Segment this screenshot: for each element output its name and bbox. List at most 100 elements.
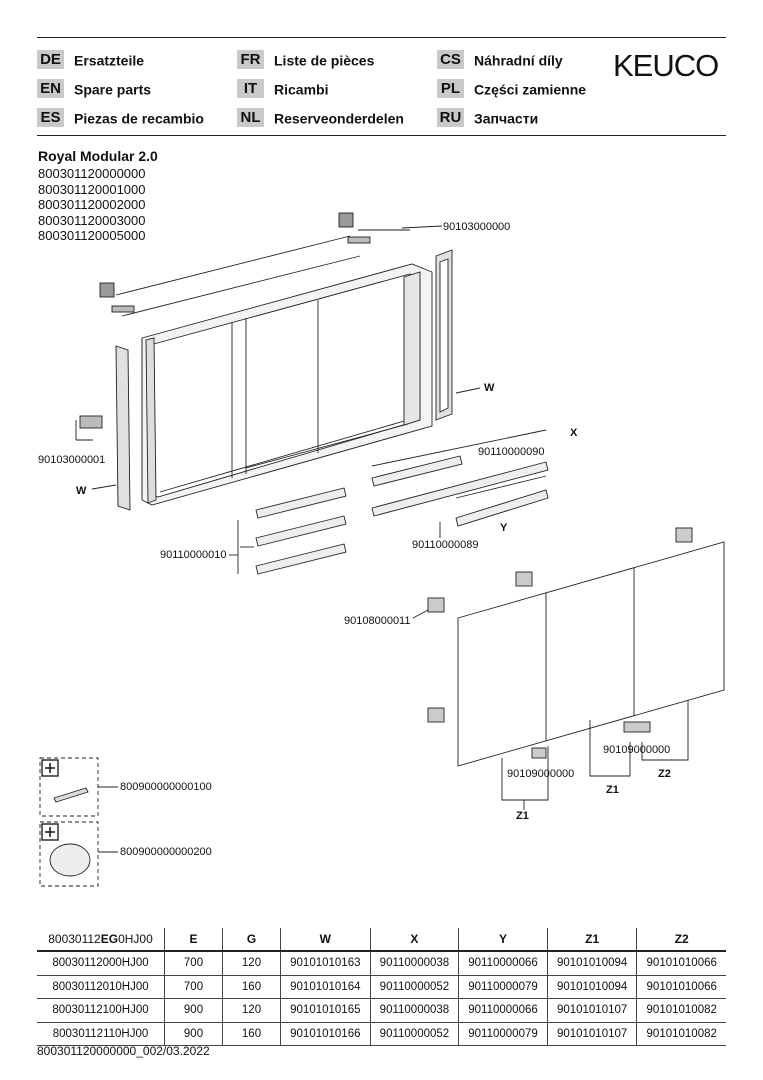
mount-bracket-top-left — [99, 282, 135, 313]
cell: 90101010094 — [547, 951, 638, 976]
cell: 900 — [164, 1022, 223, 1046]
cell: 90110000079 — [458, 975, 548, 999]
cell: 90101010163 — [280, 951, 371, 976]
mount-bracket-top-right — [338, 212, 410, 244]
lang-en: EN Spare parts — [37, 79, 151, 98]
cell: 90110000038 — [370, 998, 460, 1023]
cell: 90101010082 — [636, 1022, 726, 1046]
cell: 80030112110HJ00 — [37, 1022, 165, 1046]
lang-text: Spare parts — [74, 81, 152, 98]
cell: 700 — [164, 975, 223, 999]
side-panel-left — [115, 345, 131, 511]
table-row: 80030112010HJ00 700 160 90101010164 9011… — [37, 975, 726, 999]
shelf-6 — [455, 489, 549, 527]
cell: 90101010082 — [636, 998, 726, 1023]
label-accessory-2: 800900000000200 — [120, 846, 212, 858]
lang-code: FR — [237, 50, 264, 69]
brand-logo: KEUCO — [613, 48, 719, 83]
door-stop-1 — [531, 747, 547, 759]
model-prefix: 80030112 — [48, 932, 101, 946]
document-footer: 800301120000000_002/03.2022 — [37, 1044, 210, 1058]
label-y: Y — [500, 522, 508, 534]
label-accessory-1: 800900000000100 — [120, 781, 212, 793]
accessory-box-2 — [39, 821, 99, 887]
label-shelf-left: 90110000010 — [160, 549, 227, 561]
cell: 90110000052 — [370, 975, 460, 999]
cell: 90110000066 — [458, 951, 548, 976]
label-top-right: 90103000000 — [443, 221, 511, 233]
hinge-part-2 — [515, 571, 533, 587]
table-header-row: 80030112EG0HJ00 E G W X Y Z1 Z2 — [37, 928, 726, 952]
label-z1-a: Z1 — [516, 810, 529, 822]
mirror-doors — [457, 541, 725, 767]
cell: 90101010066 — [636, 951, 726, 976]
hinge-part-3 — [675, 527, 693, 543]
header-w: W — [280, 928, 371, 952]
cell: 90101010165 — [280, 998, 371, 1023]
cell: 90110000066 — [458, 998, 548, 1023]
header-g: G — [222, 928, 281, 952]
label-shelf-clip: 90110000089 — [412, 539, 479, 551]
header-x: X — [370, 928, 460, 952]
door-stop-2 — [623, 721, 651, 733]
cell: 900 — [164, 998, 223, 1023]
lang-code: CS — [437, 50, 464, 69]
label-shelf-right: 90110000090 — [478, 446, 545, 458]
article-number: 800301120003000 — [38, 212, 146, 228]
cell: 160 — [222, 1022, 281, 1046]
lang-code: RU — [437, 108, 464, 127]
header-z1: Z1 — [547, 928, 638, 952]
cell: 90101010094 — [547, 975, 638, 999]
shelf-4 — [371, 455, 463, 487]
lang-fr: FR Liste de pièces — [237, 50, 374, 69]
lang-code: IT — [237, 79, 264, 98]
cell: 90110000079 — [458, 1022, 548, 1046]
article-number: 800301120005000 — [38, 228, 146, 243]
lang-code: NL — [237, 108, 264, 127]
cell: 80030112000HJ00 — [37, 951, 165, 976]
article-number: 800301120000000 — [38, 166, 146, 181]
lang-code: EN — [37, 79, 64, 98]
table-row: 80030112100HJ00 900 120 90101010165 9011… — [37, 998, 726, 1023]
accessory-box-1 — [39, 757, 99, 817]
header-rule — [37, 135, 726, 136]
cell: 120 — [222, 951, 281, 976]
model-bold: EG — [100, 932, 119, 946]
lang-code: PL — [437, 79, 464, 98]
label-z2: Z2 — [658, 768, 671, 780]
lang-cs: CS Náhradní díly — [437, 50, 563, 69]
side-panel-right — [435, 249, 453, 421]
cell: 90110000052 — [370, 1022, 460, 1046]
parts-table: 80030112EG0HJ00 E G W X Y Z1 Z2 80030112… — [37, 928, 726, 1046]
lang-code: DE — [37, 50, 64, 69]
label-z1-b: Z1 — [606, 784, 619, 796]
label-w-left: W — [76, 485, 87, 497]
lang-text: Piezas de recambio — [74, 110, 204, 127]
lang-text: Náhradní díly — [474, 52, 563, 69]
cell: 90101010107 — [547, 1022, 638, 1046]
label-left-mount: 90103000001 — [38, 454, 106, 466]
lang-text: Liste de pièces — [274, 52, 375, 69]
header-model: 80030112EG0HJ00 — [37, 928, 165, 952]
article-number: 800301120002000 — [38, 197, 146, 212]
shelf-3 — [255, 543, 347, 575]
label-hinge: 90108000011 — [344, 615, 411, 627]
hinge-part-1 — [427, 597, 445, 613]
top-rule — [37, 37, 726, 38]
product-title: Royal Modular 2.0 — [38, 148, 158, 164]
table-row: 80030112110HJ00 900 160 90101010166 9011… — [37, 1022, 726, 1046]
label-door-stop-left: 90109000000 — [507, 768, 575, 780]
shelf-5 — [371, 461, 549, 517]
label-w-right: W — [484, 382, 495, 394]
cell: 90101010164 — [280, 975, 371, 999]
cell: 120 — [222, 998, 281, 1023]
label-x: X — [570, 427, 578, 439]
mount-bracket-left — [75, 415, 103, 441]
cell: 90101010107 — [547, 998, 638, 1023]
table-row: 80030112000HJ00 700 120 90101010163 9011… — [37, 951, 726, 976]
